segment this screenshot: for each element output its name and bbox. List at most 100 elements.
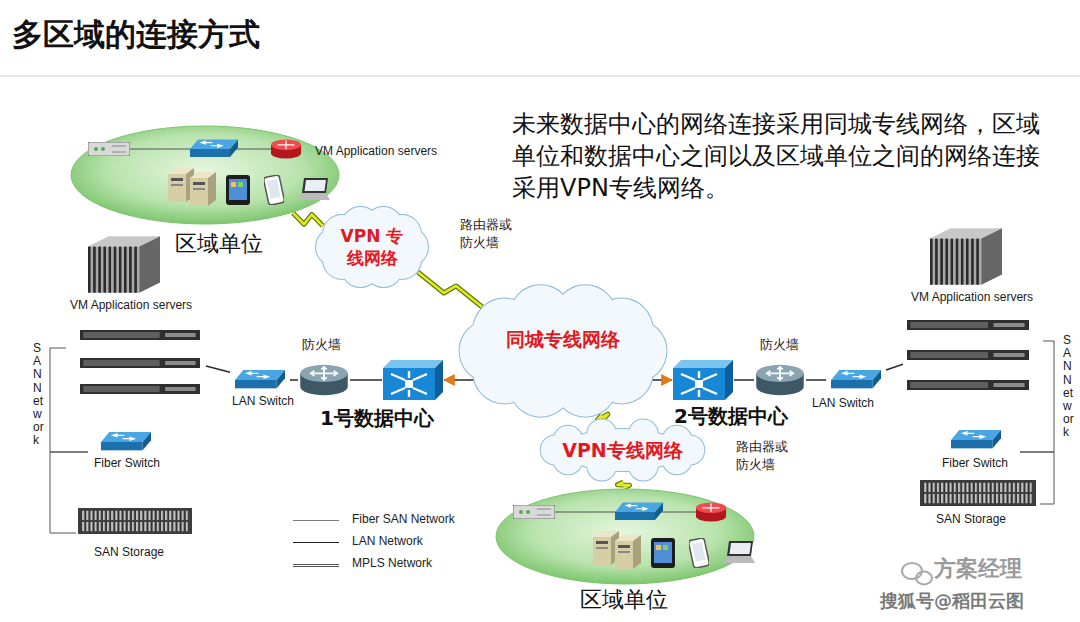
node-label: 区域单位 xyxy=(580,587,668,613)
connector xyxy=(886,364,903,370)
title-rule xyxy=(0,76,1080,77)
connector xyxy=(50,452,88,533)
node-label: 区域单位 xyxy=(175,231,263,257)
san-link xyxy=(1020,341,1054,452)
mpls-link xyxy=(293,213,323,226)
network-cloud xyxy=(315,205,429,289)
network-device: SAN Storage xyxy=(76,505,194,561)
annotation: SAN Network xyxy=(1063,334,1075,440)
san-link xyxy=(50,452,88,533)
connector xyxy=(618,482,630,488)
rack-server xyxy=(80,384,200,394)
legend-sample xyxy=(293,542,339,543)
fiber-switch-icon xyxy=(951,430,1001,448)
node-label: SAN Storage xyxy=(94,545,164,559)
mpls-link xyxy=(618,482,630,488)
region-ellipse xyxy=(495,488,755,585)
firewall-icon xyxy=(756,365,804,395)
node-label: VPN 专线网络 xyxy=(335,225,409,269)
region-unit: 区域单位 xyxy=(495,488,755,585)
lan-link xyxy=(806,379,826,381)
san-link xyxy=(50,348,88,452)
connector xyxy=(1020,341,1054,452)
lan-link xyxy=(350,379,382,381)
rack-server xyxy=(907,320,1029,330)
node-label: SAN Storage xyxy=(936,512,1006,526)
legend-sample xyxy=(293,520,339,521)
node-label: VM Application servers xyxy=(911,290,1033,304)
annotation: 方案经理 xyxy=(934,556,1022,582)
node-label: 防火墙 xyxy=(760,336,799,354)
core-switch-icon xyxy=(383,360,443,400)
mpls-link xyxy=(418,272,482,307)
node-label: 2号数据中心 xyxy=(674,404,788,428)
network-cloud: VPN专线网络 xyxy=(540,418,705,482)
connector xyxy=(206,366,230,372)
legend-text: Fiber SAN Network xyxy=(352,512,455,526)
node-label: Fiber Switch xyxy=(942,456,1008,470)
lan-switch-icon xyxy=(235,370,285,388)
rack-server xyxy=(907,380,1029,390)
node-label: Fiber Switch xyxy=(94,456,160,470)
lan-link xyxy=(886,364,903,370)
connector xyxy=(806,380,826,381)
network-device: 防火墙 xyxy=(754,360,806,400)
network-device: LAN Switch xyxy=(230,368,290,392)
annotation: SAN Network xyxy=(33,342,45,448)
wechat-mark xyxy=(902,563,932,585)
node-label: LAN Switch xyxy=(232,394,294,408)
network-cloud: 同城专线网络 xyxy=(458,282,668,420)
rack-server xyxy=(80,330,200,340)
connector xyxy=(350,380,382,381)
node-label: 1号数据中心 xyxy=(320,406,434,430)
network-device: 1号数据中心 xyxy=(382,360,444,400)
annotation: 路由器或 防火墙 xyxy=(460,216,518,251)
lan-switch-icon xyxy=(831,370,881,388)
page-title: 多区域的连接方式 xyxy=(12,16,260,53)
mpls-link xyxy=(618,482,630,488)
storage-icon xyxy=(920,480,1036,506)
rack-server xyxy=(80,358,200,368)
network-device: Fiber Switch xyxy=(940,428,1020,476)
region-unit: VM Application servers区域单位 xyxy=(70,125,340,225)
node-label: VPN专线网络 xyxy=(562,439,683,462)
storage-icon xyxy=(78,508,192,534)
fiber-switch-icon xyxy=(101,432,151,450)
network-cloud: VPN 专线网络 xyxy=(315,205,429,289)
lan-link xyxy=(734,379,754,381)
connector xyxy=(734,380,754,381)
annotation: 搜狐号@稻田云图 xyxy=(880,590,1024,612)
lan-link xyxy=(206,366,230,372)
san-link xyxy=(1020,452,1054,504)
network-device: VM Application servers xyxy=(903,288,1043,394)
network-device: VM Application servers xyxy=(66,298,206,398)
node-label: 同城专线网络 xyxy=(506,328,620,351)
connector xyxy=(50,348,88,452)
mpls-link xyxy=(293,213,323,226)
network-device: SAN Storage xyxy=(916,478,1040,530)
legend-sample xyxy=(293,564,339,567)
node-label: 防火墙 xyxy=(302,336,341,354)
node-label: VM Application servers xyxy=(315,144,437,158)
firewall-icon xyxy=(300,365,348,395)
connector xyxy=(1020,452,1054,504)
region-ellipse xyxy=(70,125,340,225)
network-device: LAN Switch xyxy=(826,368,886,392)
legend-text: MPLS Network xyxy=(352,556,432,570)
legend-text: LAN Network xyxy=(352,534,423,548)
core-switch-icon xyxy=(673,360,733,400)
server-cluster xyxy=(930,228,1002,285)
connector xyxy=(293,213,323,226)
annotation: 路由器或 防火墙 xyxy=(736,438,794,473)
connector xyxy=(418,272,482,307)
mpls-link xyxy=(418,272,482,307)
rack-server xyxy=(907,350,1029,360)
node-label: VM Application servers xyxy=(70,298,192,312)
node-label: LAN Switch xyxy=(812,396,874,410)
network-cloud xyxy=(458,282,668,420)
network-device: Fiber Switch xyxy=(88,428,168,476)
annotation: 未来数据中心的网络连接采用同城专线网络，区域单位和数据中心之间以及区域单位之间的… xyxy=(512,108,1052,204)
server-cluster xyxy=(88,236,160,293)
network-device: 防火墙 xyxy=(298,360,350,400)
